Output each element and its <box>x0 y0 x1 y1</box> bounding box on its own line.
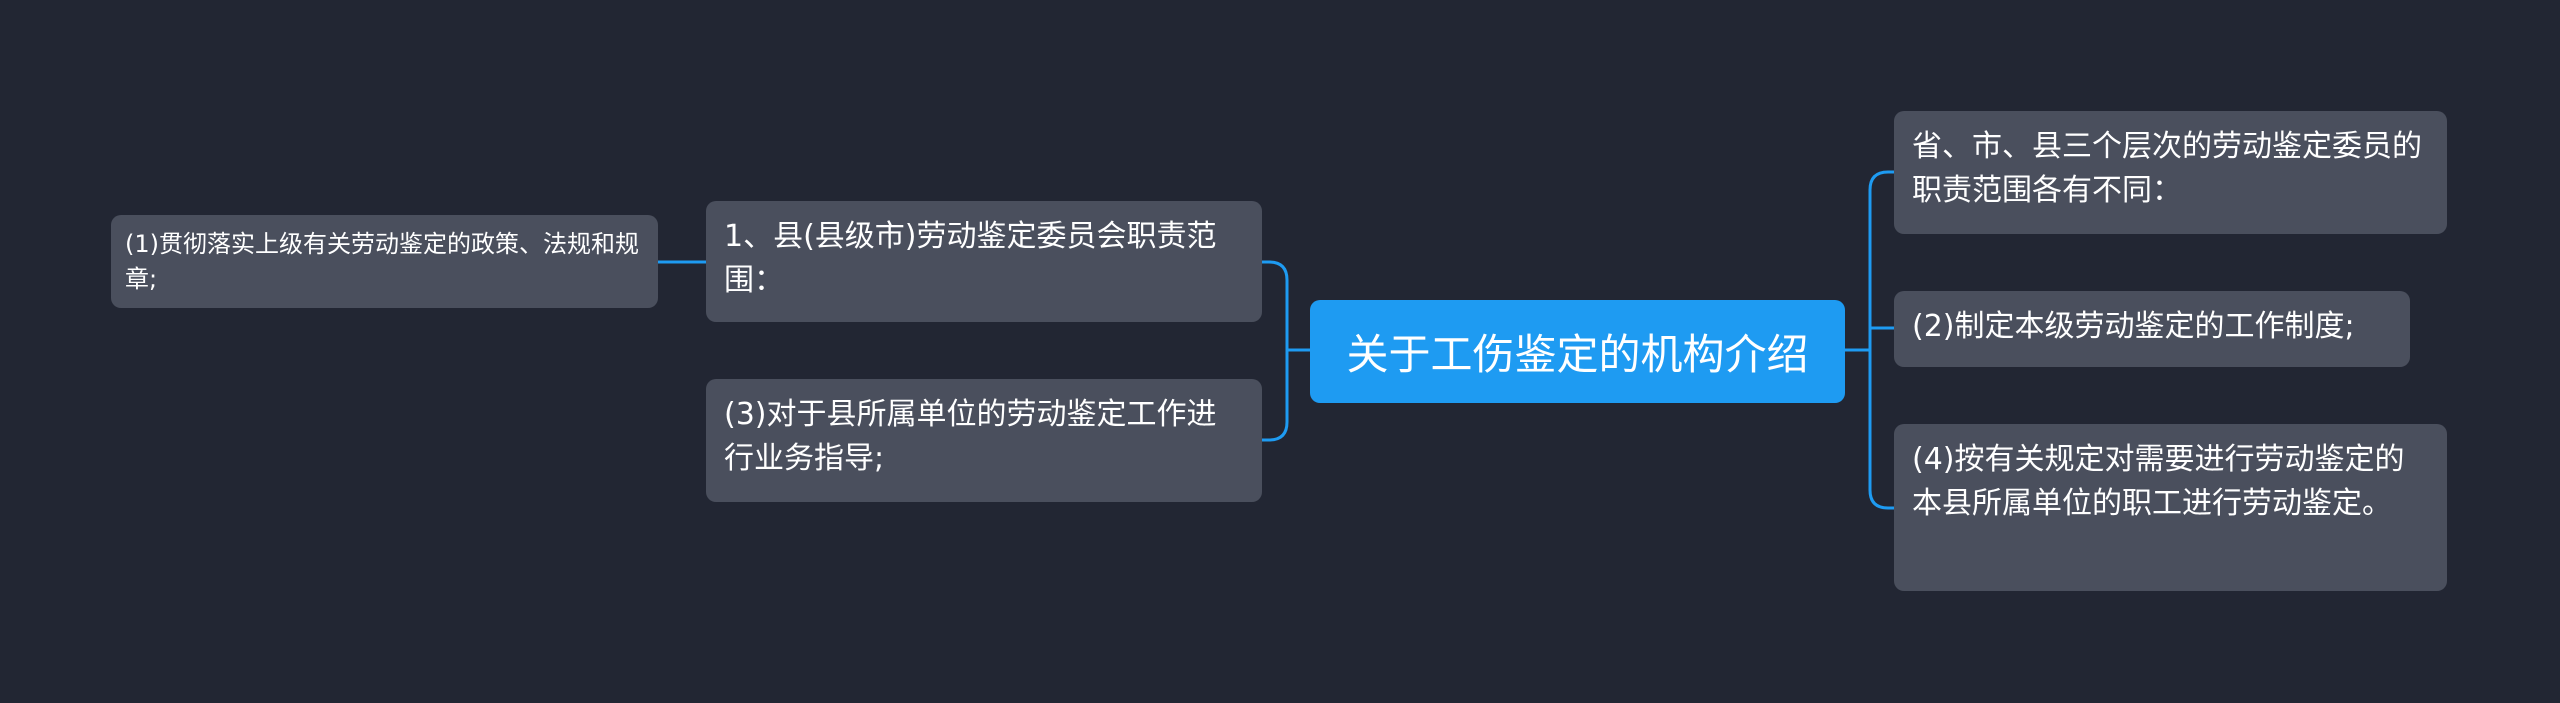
left-branch-node-2[interactable]: (3)对于县所属单位的劳动鉴定工作进行业务指导; <box>706 379 1262 502</box>
right-branch-node-1[interactable]: 省、市、县三个层次的劳动鉴定委员的职责范围各有不同： <box>1894 111 2447 234</box>
left-branch-node-2-label: (3)对于县所属单位的劳动鉴定工作进行业务指导; <box>724 397 1217 476</box>
connector-root-to-right-branch-1 <box>1868 170 1894 350</box>
left-leaf-node-1-label: (1)贯彻落实上级有关劳动鉴定的政策、法规和规章; <box>125 230 639 293</box>
right-branch-node-1-label: 省、市、县三个层次的劳动鉴定委员的职责范围各有不同： <box>1912 129 2422 208</box>
left-leaf-node-1[interactable]: (1)贯彻落实上级有关劳动鉴定的政策、法规和规章; <box>111 215 658 308</box>
left-branch-node-1[interactable]: 1、县(县级市)劳动鉴定委员会职责范围： <box>706 201 1262 322</box>
right-branch-node-2-label: (2)制定本级劳动鉴定的工作制度; <box>1912 309 2355 344</box>
connector-root-to-right-branch-3 <box>1868 350 1894 510</box>
right-branch-node-2[interactable]: (2)制定本级劳动鉴定的工作制度; <box>1894 291 2410 367</box>
connector-root-to-left-branch-2 <box>1262 350 1289 442</box>
right-branch-node-3-label: (4)按有关规定对需要进行劳动鉴定的本县所属单位的职工进行劳动鉴定。 <box>1912 442 2405 521</box>
connector-root-to-right-branch-2 <box>1868 326 1894 350</box>
root-node[interactable]: 关于工伤鉴定的机构介绍 <box>1310 300 1845 403</box>
connector-root-to-left-branch-1 <box>1262 260 1289 350</box>
right-branch-node-3[interactable]: (4)按有关规定对需要进行劳动鉴定的本县所属单位的职工进行劳动鉴定。 <box>1894 424 2447 591</box>
left-branch-node-1-label: 1、县(县级市)劳动鉴定委员会职责范围： <box>724 219 1217 298</box>
root-node-label: 关于工伤鉴定的机构介绍 <box>1346 330 1809 379</box>
